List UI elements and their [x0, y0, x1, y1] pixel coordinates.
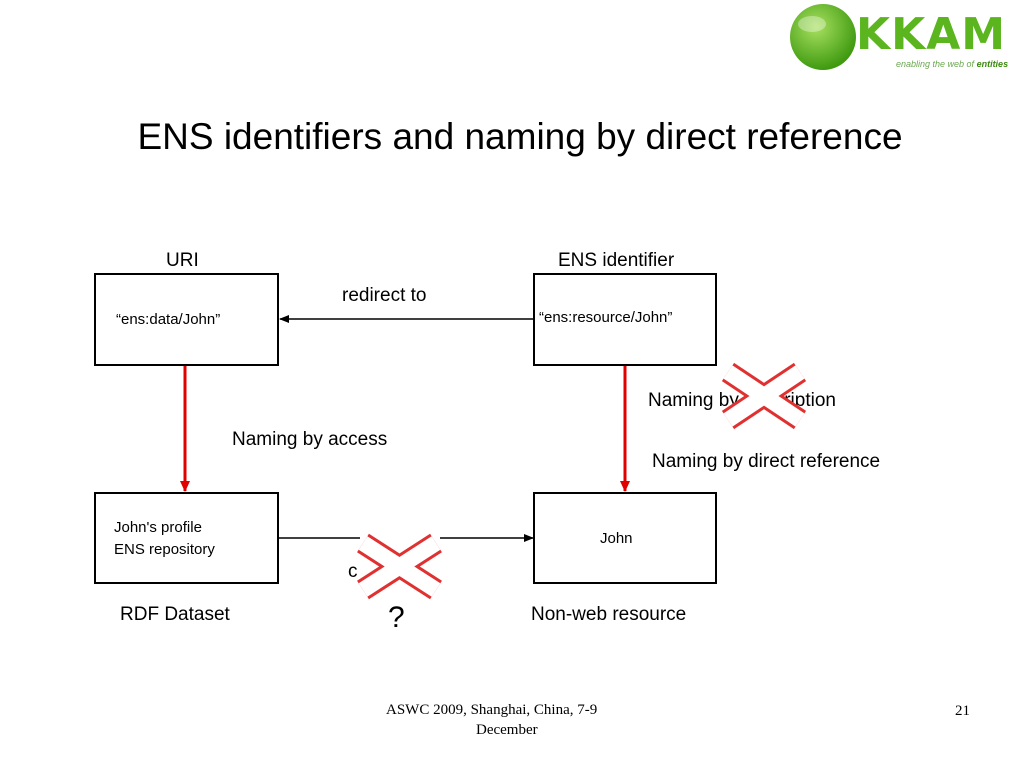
page-number: 21 [955, 703, 970, 719]
profile-caption: RDF Dataset [120, 604, 230, 625]
access-label: Naming by access [232, 429, 388, 450]
question-mark: ? [388, 601, 405, 634]
logo-ball-icon [790, 4, 856, 70]
logo-tagline-prefix: enabling the web of [896, 59, 977, 69]
profile-box-line1: John's profile [114, 519, 202, 536]
uri-box-label: “ens:data/John” [116, 311, 221, 328]
footer-line1: ASWC 2009, Shanghai, China, 7-9 [386, 702, 598, 718]
bottom-partial-label: c [348, 561, 358, 582]
ens-header: ENS identifier [558, 250, 675, 271]
slide-title: ENS identifiers and naming by direct ref… [137, 116, 903, 157]
john-box [533, 492, 717, 584]
direct-reference-label: Naming by direct reference [652, 451, 881, 472]
ens-box [533, 273, 717, 366]
logo-tagline-emph: entities [976, 59, 1009, 69]
ens-box-label: “ens:resource/John” [539, 309, 673, 326]
uri-header: URI [166, 250, 199, 271]
profile-box-line2: ENS repository [114, 541, 215, 558]
logo-text: KKAM [856, 9, 1007, 60]
footer-line2: December [476, 722, 538, 738]
logo-tagline: enabling the web of entities [896, 59, 1020, 69]
profile-box [94, 492, 279, 584]
description-label: Naming by description [648, 390, 836, 411]
john-caption: Non-web resource [531, 604, 687, 625]
uri-box [94, 273, 279, 366]
john-box-label: John [600, 530, 633, 547]
redirect-label: redirect to [342, 285, 427, 306]
